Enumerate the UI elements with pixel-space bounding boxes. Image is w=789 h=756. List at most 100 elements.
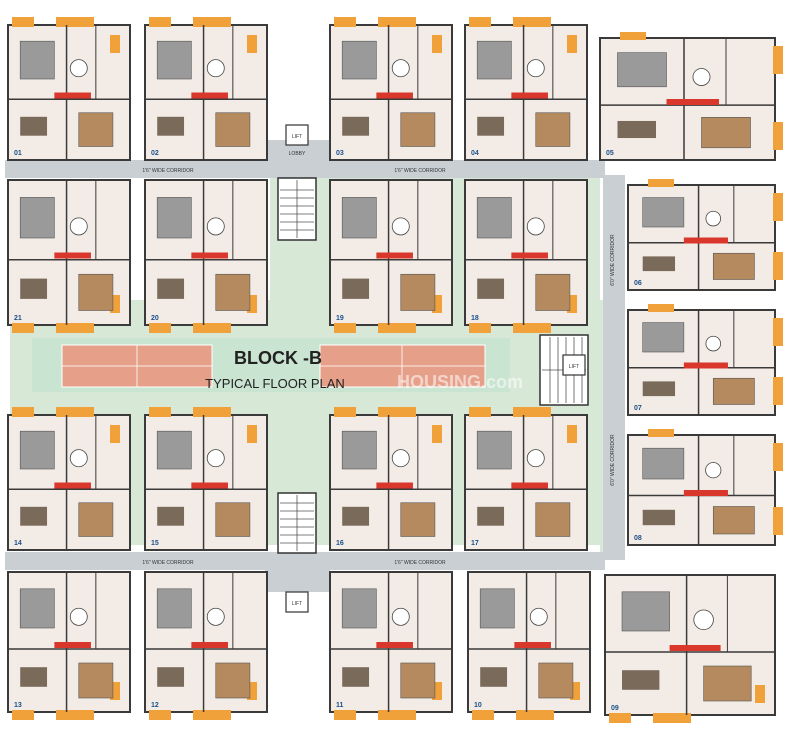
balcony <box>193 710 231 720</box>
dining-table <box>69 449 88 468</box>
balcony <box>773 443 783 471</box>
bed <box>156 40 192 80</box>
area-tag <box>191 252 228 259</box>
sofa <box>157 278 185 299</box>
balcony <box>378 710 416 720</box>
unit-number: 13 <box>14 702 22 709</box>
apartment-unit: 14 <box>7 407 131 551</box>
dining-table <box>206 59 225 78</box>
apartment-unit: 17 <box>464 407 588 551</box>
apartment-unit: 13 <box>7 571 131 720</box>
sofa <box>477 278 505 299</box>
apartment-unit: 01 <box>7 17 131 161</box>
unit-number: 03 <box>336 150 344 157</box>
unit-number: 10 <box>474 702 482 709</box>
corridor-label-bottom-right: 1'6" WIDE CORRIDOR <box>394 560 446 566</box>
balcony <box>12 17 34 27</box>
balcony <box>334 17 356 27</box>
unit-number: 08 <box>634 535 642 542</box>
staircase-bottom <box>277 492 317 554</box>
watermark: HOUSING.com <box>397 372 523 392</box>
dining-table <box>391 217 410 236</box>
unit-number: 19 <box>336 315 344 322</box>
dining-table <box>526 449 545 468</box>
bed <box>215 112 251 147</box>
bed <box>215 502 251 537</box>
dining-table <box>692 68 711 86</box>
balcony <box>648 429 674 437</box>
bed <box>703 665 752 702</box>
balcony <box>247 682 257 700</box>
area-tag <box>669 645 721 651</box>
bed <box>341 197 377 239</box>
plan-title: BLOCK -B <box>234 348 322 368</box>
unit-number: 02 <box>151 150 159 157</box>
sofa <box>157 667 185 687</box>
lift-right <box>562 354 586 376</box>
balcony <box>193 17 231 27</box>
balcony <box>110 295 120 313</box>
bed <box>476 40 512 80</box>
balcony <box>432 35 442 53</box>
bed <box>215 662 251 699</box>
dining-table <box>391 59 410 78</box>
balcony <box>12 407 34 417</box>
corridor-label-right-lower: 6'0" WIDE CORRIDOR <box>610 434 616 486</box>
dining-table <box>526 217 545 236</box>
balcony <box>149 710 171 720</box>
balcony <box>110 425 120 443</box>
balcony <box>247 425 257 443</box>
corridor-label-top-right: 1'6" WIDE CORRIDOR <box>394 168 446 174</box>
balcony <box>620 32 646 40</box>
area-tag <box>683 362 728 369</box>
balcony <box>12 710 34 720</box>
balcony <box>609 713 631 723</box>
bed <box>156 430 192 470</box>
bed <box>476 430 512 470</box>
balcony <box>567 425 577 443</box>
area-tag <box>376 482 413 489</box>
sofa <box>20 278 48 299</box>
corridor-top <box>5 160 605 178</box>
bed <box>400 273 436 311</box>
apartment-unit: 04 <box>464 17 588 161</box>
balcony <box>110 682 120 700</box>
sofa <box>342 278 370 299</box>
corridor-label-top-left: 1'6" WIDE CORRIDOR <box>142 168 194 174</box>
sofa <box>642 256 676 272</box>
bed <box>621 591 670 632</box>
dining-table <box>69 217 88 236</box>
unit-number: 17 <box>471 540 479 547</box>
balcony <box>773 377 783 405</box>
apartment-unit: 12 <box>144 571 268 720</box>
area-tag <box>511 92 548 99</box>
balcony <box>247 35 257 53</box>
bed <box>538 662 574 699</box>
lift-label-top: LIFT <box>292 134 302 140</box>
bed <box>617 52 667 88</box>
apartment-unit: 03 <box>329 17 453 161</box>
sofa <box>20 667 48 687</box>
unit-number: 09 <box>611 705 619 712</box>
bed <box>215 273 251 311</box>
balcony <box>56 407 94 417</box>
apartment-unit: 05 <box>599 32 783 161</box>
balcony <box>513 407 551 417</box>
sofa <box>342 116 370 136</box>
area-tag <box>683 237 728 244</box>
bed <box>156 197 192 239</box>
sofa <box>157 116 185 136</box>
balcony <box>56 323 94 333</box>
lobby-label: LOBBY <box>289 151 306 157</box>
area-tag <box>683 490 728 496</box>
balcony <box>12 323 34 333</box>
bed <box>535 273 571 311</box>
bed <box>341 430 377 470</box>
sofa <box>20 116 48 136</box>
unit-number: 06 <box>634 280 642 287</box>
sofa <box>642 381 676 397</box>
apartment-unit: 15 <box>144 407 268 551</box>
apartment-unit: 19 <box>329 179 453 333</box>
sofa <box>342 667 370 687</box>
